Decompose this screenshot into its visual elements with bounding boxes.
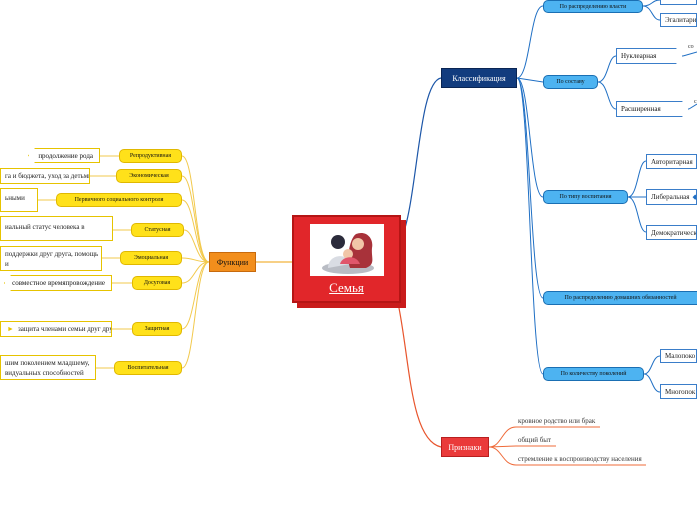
function-emotional-detail[interactable]: поддержки друг друга, помощь и [0, 246, 102, 271]
class-extended[interactable]: Расширенная [616, 101, 689, 117]
function-educational-detail[interactable]: шим поколением младшему, видуальных спос… [0, 355, 96, 380]
topic-signs[interactable]: Признаки [441, 437, 489, 457]
class-few-generations[interactable]: Малопоко [660, 349, 697, 363]
class-upbringing[interactable]: По типу воспитания [543, 190, 628, 204]
class-power-child-1[interactable] [660, 0, 697, 5]
link-central-classification [400, 77, 442, 241]
function-social-control[interactable]: Первичного социального контроля [56, 193, 182, 207]
function-status-detail[interactable]: иальный статус человека в [0, 216, 113, 241]
function-leisure-detail[interactable]: совместное времяпровождение [4, 275, 112, 291]
central-topic-label: Семья [329, 280, 364, 295]
function-protective-detail[interactable]: ► защита членами семьи друг друга [0, 321, 112, 337]
function-reproductive-detail[interactable]: продолжение рода [28, 148, 100, 163]
class-multi-generations[interactable]: Многопок [660, 384, 697, 399]
function-reproductive[interactable]: Репродуктивная [119, 149, 182, 163]
topic-functions-label: Функции [216, 257, 249, 267]
class-power-child-2[interactable]: Эгалитари [660, 13, 697, 27]
topic-classification-label: Классификация [452, 73, 506, 83]
class-extended-note: с [694, 99, 697, 105]
topic-signs-label: Признаки [448, 442, 482, 452]
topic-classification[interactable]: Классификация [441, 68, 517, 88]
arrow-right-icon: ► [7, 325, 14, 333]
function-leisure[interactable]: Досуговая [132, 276, 182, 290]
class-nuclear[interactable]: Нуклеарная [616, 48, 683, 64]
central-topic[interactable]: Семья [292, 215, 401, 303]
function-economic[interactable]: Экономическая [116, 169, 182, 183]
class-household-duties[interactable]: По распределению домашних обязанностей [543, 291, 697, 305]
function-status[interactable]: Статусная [131, 223, 184, 237]
function-protective[interactable]: Защитная [132, 322, 182, 336]
sign-kinship[interactable]: кровное родство или брак [518, 417, 596, 425]
classification-links [516, 0, 697, 393]
function-emotional[interactable]: Эмоциальная [120, 251, 182, 265]
function-economic-detail[interactable]: га и бюджета, уход за детьми, [0, 168, 90, 184]
link-central-signs [397, 302, 442, 448]
functions-links [38, 155, 210, 369]
class-authoritarian[interactable]: Авторитарная [646, 154, 697, 169]
signs-links [488, 426, 646, 466]
class-power-distribution[interactable]: По распределению власти [543, 0, 643, 13]
topic-functions[interactable]: Функции [209, 252, 256, 272]
function-educational[interactable]: Воспитательная [114, 361, 182, 375]
class-liberal[interactable]: Либеральная ◆ [646, 189, 697, 205]
sign-reproduction[interactable]: стремление к воспроизводству населения [518, 455, 642, 463]
family-illustration-icon [310, 224, 384, 276]
connector-dot-icon: ◆ [693, 193, 697, 201]
class-generations[interactable]: По количеству поколений [543, 367, 644, 381]
class-composition[interactable]: По составу [543, 75, 598, 89]
function-social-control-detail[interactable]: ьными [0, 188, 38, 212]
sign-shared-household[interactable]: общий быт [518, 436, 552, 444]
class-democratic[interactable]: Демократическ [646, 225, 697, 240]
class-nuclear-note: со [688, 44, 694, 50]
